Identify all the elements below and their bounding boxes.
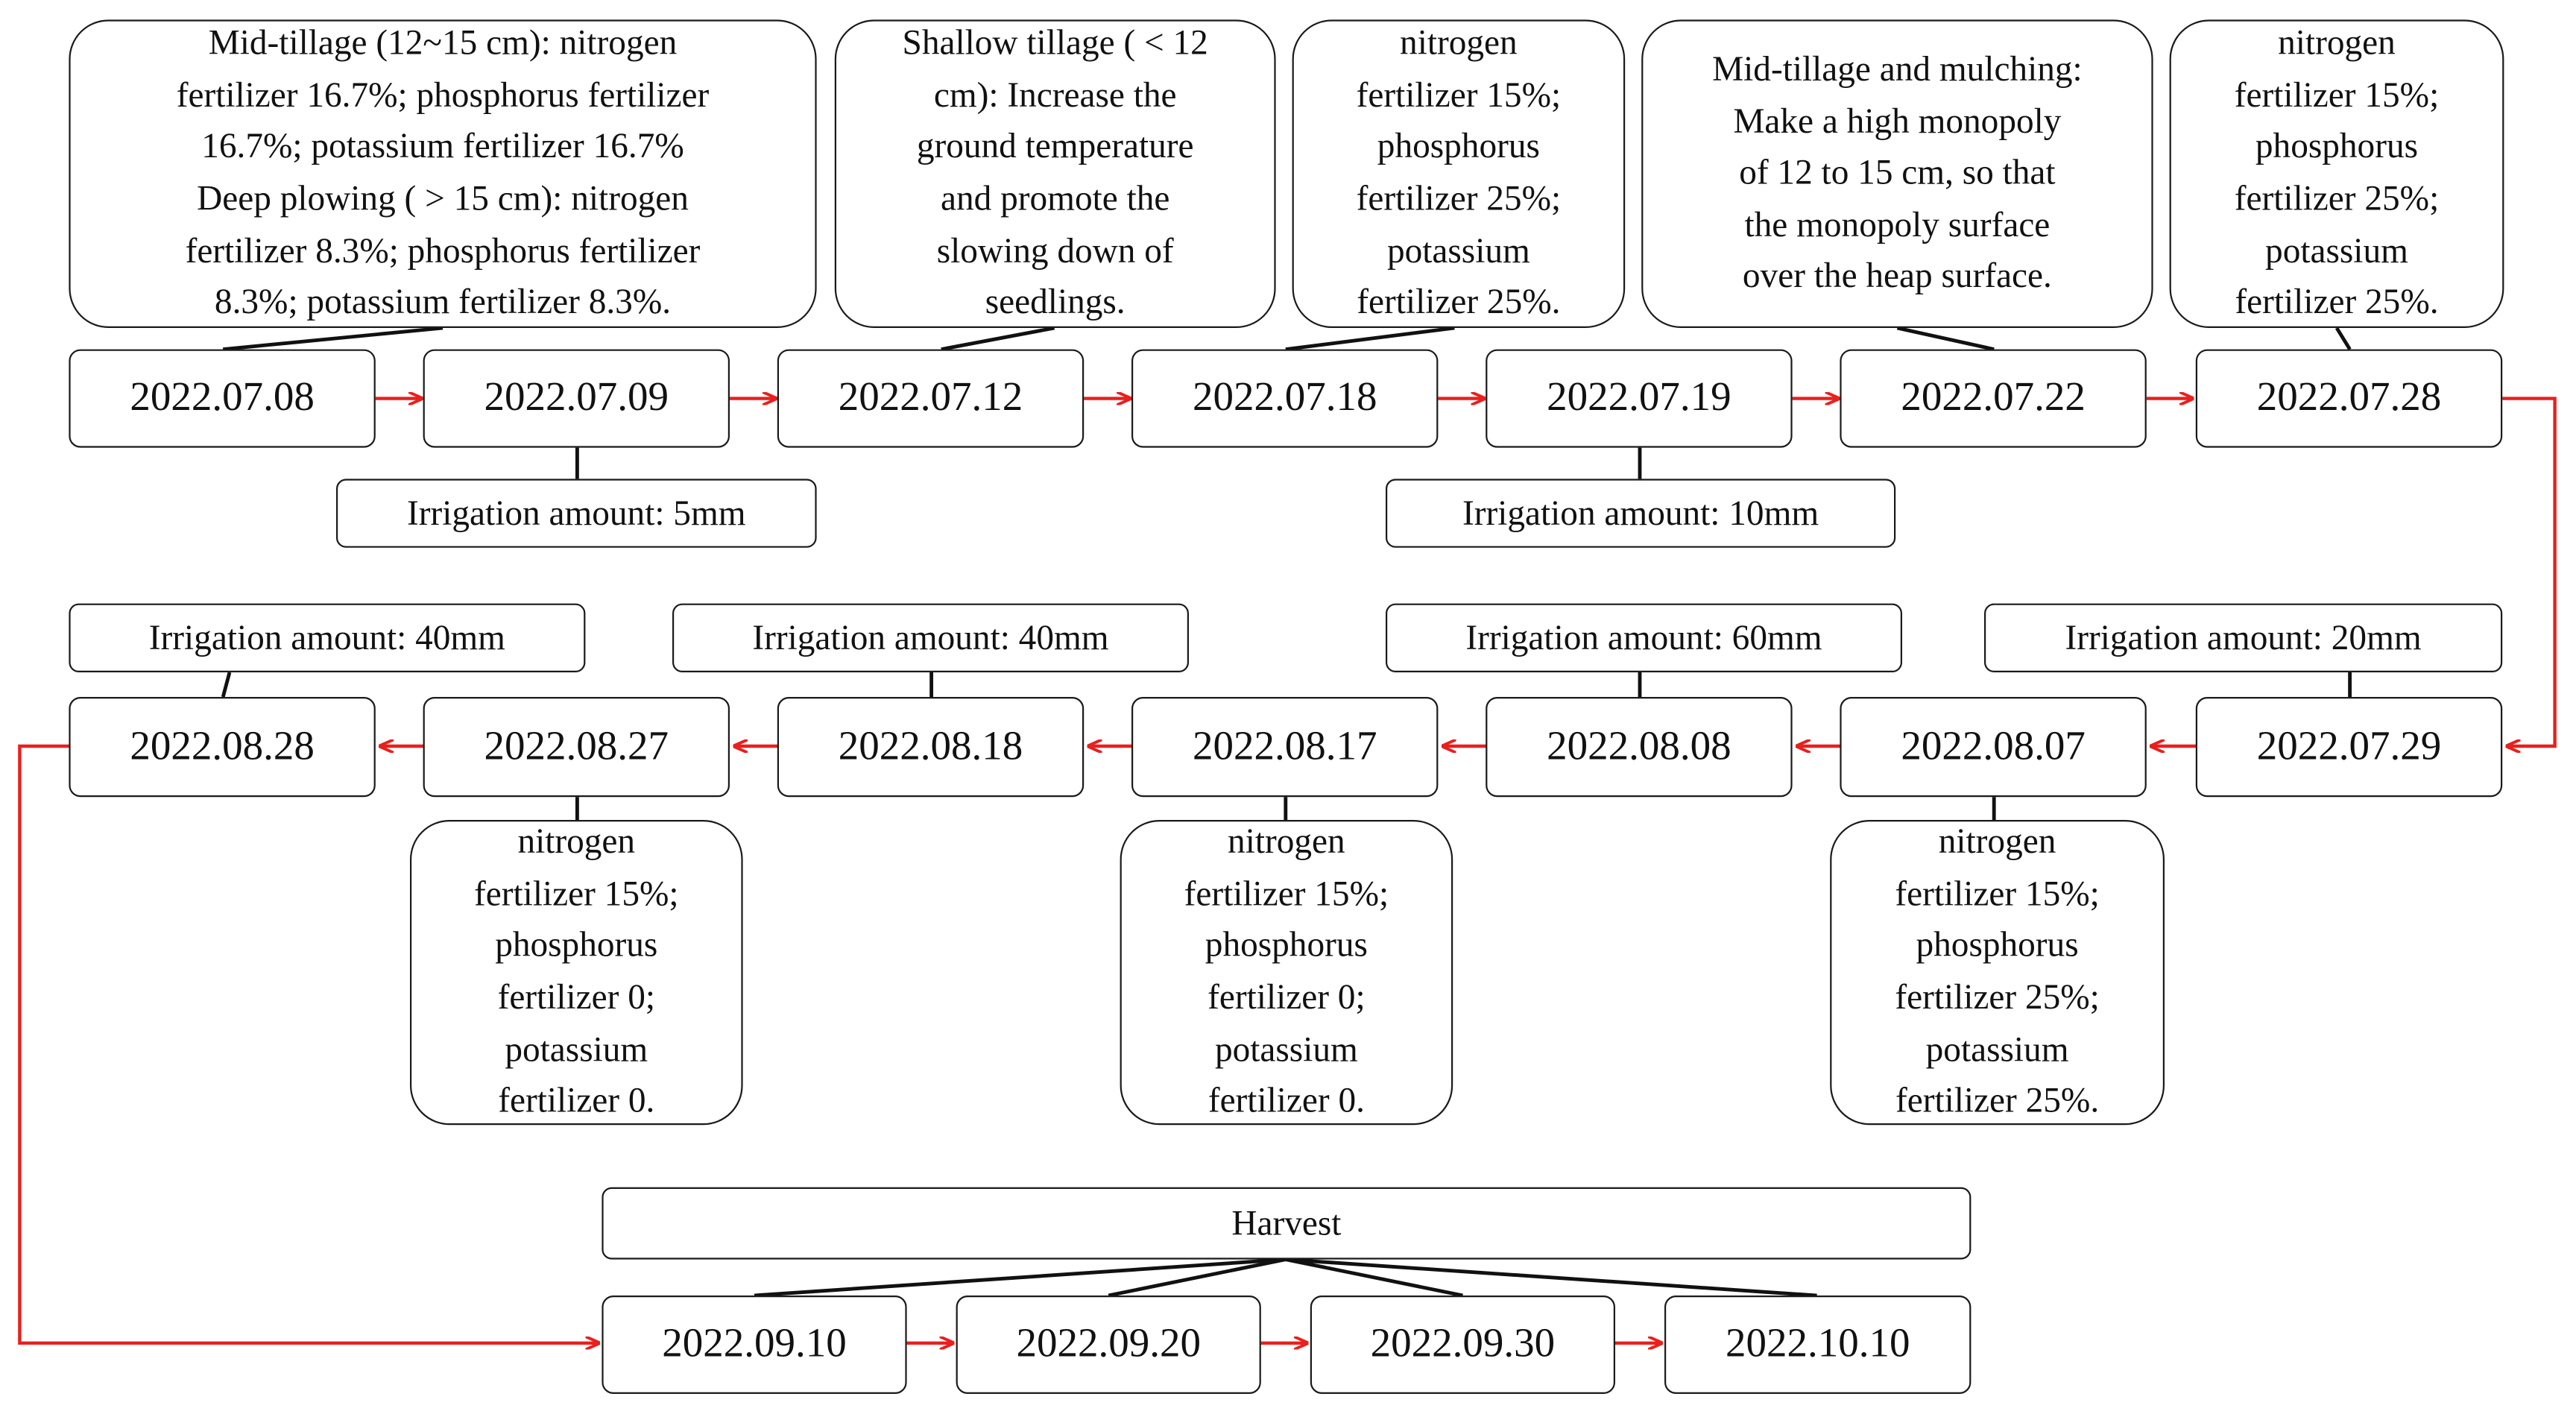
harvest-box: Harvest: [602, 1187, 1972, 1260]
date-box-2022-09-30: 2022.09.30: [1310, 1296, 1615, 1394]
date-box-2022-07-18: 2022.07.18: [1131, 349, 1439, 448]
irrigation-box-2022-07-09: Irrigation amount: 5mm: [336, 479, 817, 548]
note-2022-07-18: nitrogen fertilizer 15%; phosphorus fert…: [1292, 19, 1626, 329]
arrow-0828-0910: [18, 744, 599, 1343]
date-box-2022-07-12: 2022.07.12: [777, 349, 1085, 448]
date-box-2022-08-27: 2022.08.27: [423, 697, 730, 798]
irrigation-box-2022-08-08: Irrigation amount: 60mm: [1386, 603, 1902, 672]
connector-note-0708: [222, 326, 443, 352]
irrigation-box-2022-07-29: Irrigation amount: 20mm: [1984, 603, 2503, 672]
note-2022-07-28: nitrogen fertilizer 15%; phosphorus fert…: [2169, 19, 2504, 329]
note-2022-07-22: Mid-tillage and mulching: Make a high mo…: [1641, 19, 2153, 329]
irrigation-box-2022-08-28: Irrigation amount: 40mm: [69, 603, 586, 672]
date-box-2022-07-22: 2022.07.22: [1840, 349, 2147, 448]
date-box-2022-09-10: 2022.09.10: [602, 1296, 907, 1394]
connector-harvest-0910: [754, 1257, 1286, 1298]
date-box-2022-08-28: 2022.08.28: [69, 697, 376, 798]
red-arrows: [18, 397, 2557, 1343]
connector-note-0722: [1896, 326, 1995, 351]
connector-note-0728: [2334, 326, 2352, 350]
date-box-2022-07-28: 2022.07.28: [2195, 349, 2503, 448]
note-2022-08-07: nitrogen fertilizer 15%; phosphorus fert…: [1830, 820, 2165, 1126]
date-box-2022-07-08: 2022.07.08: [69, 349, 376, 448]
date-box-2022-08-17: 2022.08.17: [1131, 697, 1439, 798]
connector-harvest-0930: [1285, 1257, 1463, 1298]
irrigation-box-2022-07-19: Irrigation amount: 10mm: [1386, 479, 1896, 548]
note-2022-07-12: Shallow tillage ( < 12 cm): Increase the…: [834, 19, 1276, 329]
date-box-2022-07-09: 2022.07.09: [423, 349, 730, 448]
connector-note-0718: [1285, 326, 1455, 352]
date-box-2022-08-18: 2022.08.18: [777, 697, 1085, 798]
connector-note-0712: [941, 326, 1055, 351]
note-2022-08-17: nitrogen fertilizer 15%; phosphorus fert…: [1120, 820, 1453, 1126]
date-box-2022-09-20: 2022.09.20: [956, 1296, 1261, 1394]
date-box-2022-07-19: 2022.07.19: [1486, 349, 1793, 448]
irrigation-box-2022-08-18: Irrigation amount: 40mm: [672, 603, 1189, 672]
connector-harvest-0920: [1108, 1257, 1287, 1298]
connector-harvest-1010: [1285, 1257, 1817, 1298]
date-box-2022-07-29: 2022.07.29: [2195, 697, 2503, 798]
arrow-0728-0729: [2502, 397, 2557, 746]
date-box-2022-08-08: 2022.08.08: [1486, 697, 1793, 798]
connector-irr-0828: [221, 672, 232, 698]
date-box-2022-10-10: 2022.10.10: [1664, 1296, 1972, 1394]
note-2022-08-27: nitrogen fertilizer 15%; phosphorus fert…: [410, 820, 743, 1126]
date-box-2022-08-07: 2022.08.07: [1840, 697, 2147, 798]
black-connectors: [221, 326, 2352, 1298]
note-2022-07-08: Mid-tillage (12~15 cm): nitrogen fertili…: [69, 19, 817, 329]
